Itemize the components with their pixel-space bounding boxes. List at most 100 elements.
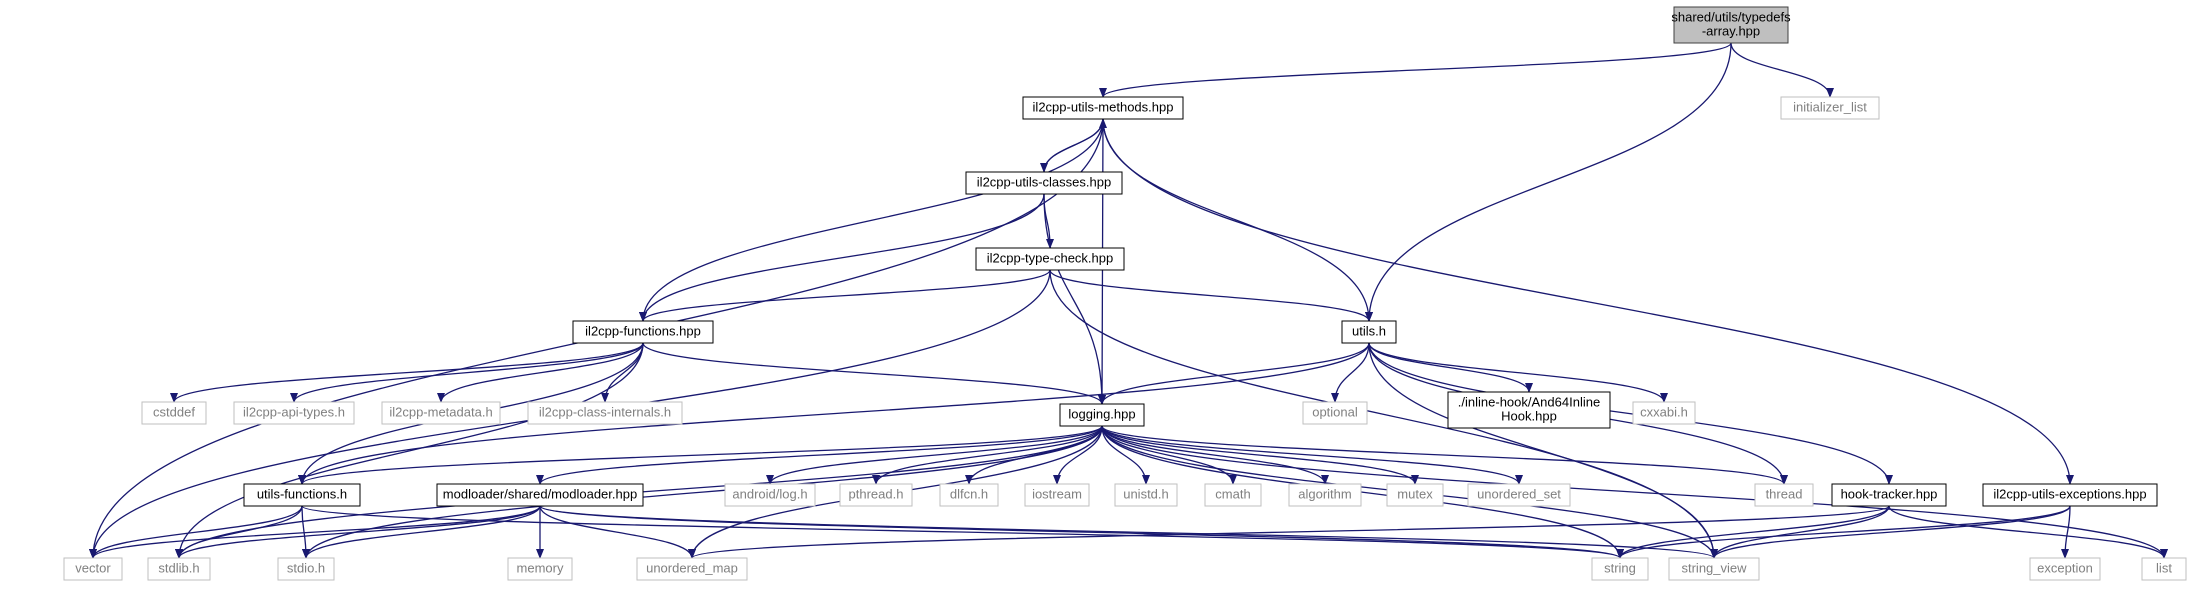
- node-box: [1288, 483, 1362, 507]
- node-il2cpp_metadata: il2cpp-metadata.h: [381, 401, 501, 425]
- node-dlfcn: dlfcn.h: [939, 483, 999, 507]
- node-optional: optional: [1302, 401, 1368, 425]
- edge-il2cpp_functions-to-il2cpp_api_types: [290, 342, 644, 403]
- edge-il2cpp_utils_methods-to-il2cpp_functions: [639, 118, 1104, 322]
- node-vector: vector: [63, 557, 123, 581]
- node-box: [939, 483, 999, 507]
- node-box: [233, 401, 355, 425]
- node-label: Hook.hpp: [1501, 408, 1557, 423]
- node-label: android/log.h: [732, 486, 807, 501]
- node-box: [1302, 401, 1368, 425]
- edge-modloader-to-stdlib: [175, 505, 541, 559]
- node-box: [1754, 483, 1814, 507]
- edge-logging-to-iostream: [1053, 425, 1103, 485]
- edge-modloader-to-unordered_map: [539, 505, 696, 559]
- node-utils_functions[interactable]: utils-functions.h: [243, 483, 361, 507]
- node-root[interactable]: shared/utils/typedefs-array.hpp: [1671, 6, 1791, 44]
- node-box: [141, 401, 207, 425]
- edge-root-to-il2cpp_utils_methods: [1099, 42, 1732, 98]
- node-label: il2cpp-utils-classes.hpp: [977, 174, 1111, 189]
- node-label: cmath: [1215, 486, 1250, 501]
- node-string_view: string_view: [1668, 557, 1760, 581]
- node-iostream: iostream: [1024, 483, 1090, 507]
- node-algorithm: algorithm: [1288, 483, 1362, 507]
- node-label: il2cpp-type-check.hpp: [987, 250, 1113, 265]
- node-box: [636, 557, 748, 581]
- node-initializer_list: initializer_list: [1780, 96, 1880, 120]
- node-il2cpp_utils_exceptions[interactable]: il2cpp-utils-exceptions.hpp: [1982, 483, 2158, 507]
- node-exception: exception: [2029, 557, 2101, 581]
- node-box: [527, 401, 683, 425]
- edge-logging-to-algorithm: [1101, 425, 1329, 485]
- node-label: il2cpp-functions.hpp: [585, 323, 701, 338]
- node-box: [1591, 557, 1649, 581]
- edge-logging-to-pthread: [872, 425, 1103, 485]
- node-label: string_view: [1681, 560, 1747, 575]
- edge-il2cpp_functions-to-il2cpp_class_internals: [601, 342, 644, 403]
- node-il2cpp_api_types: il2cpp-api-types.h: [233, 401, 355, 425]
- node-modloader[interactable]: modloader/shared/modloader.hpp: [436, 483, 644, 507]
- edge-utils_h-to-and64inlinehook: [1368, 342, 1533, 393]
- node-il2cpp_utils_classes[interactable]: il2cpp-utils-classes.hpp: [965, 171, 1123, 195]
- node-box: [1024, 483, 1090, 507]
- node-thread: thread: [1754, 483, 1814, 507]
- edge-il2cpp_functions-to-il2cpp_metadata: [437, 342, 644, 403]
- node-label: cstddef: [153, 404, 195, 419]
- node-mutex: mutex: [1386, 483, 1444, 507]
- node-box: [1341, 320, 1397, 344]
- edge-logging-to-android_log: [766, 425, 1103, 485]
- edge-il2cpp_utils_classes-to-il2cpp_functions: [639, 193, 1045, 322]
- edge-root-to-initializer_list: [1730, 42, 1834, 98]
- node-box: [724, 483, 816, 507]
- node-label: unistd.h: [1123, 486, 1169, 501]
- node-logging[interactable]: logging.hpp: [1059, 403, 1145, 427]
- node-box: [1022, 96, 1184, 120]
- node-label: vector: [75, 560, 111, 575]
- node-string: string: [1591, 557, 1649, 581]
- node-pthread: pthread.h: [839, 483, 913, 507]
- node-label: memory: [517, 560, 564, 575]
- edge-hook_tracker-to-unordered_map: [688, 505, 1890, 559]
- edge-modloader-to-string: [539, 505, 1624, 559]
- edge-il2cpp_utils_classes-to-il2cpp_utils_methods: [1043, 118, 1107, 173]
- node-utils_h[interactable]: utils.h: [1341, 320, 1397, 344]
- node-label: string: [1604, 560, 1636, 575]
- node-label: utils.h: [1352, 323, 1386, 338]
- edge-logging-to-modloader: [536, 425, 1103, 485]
- edge-il2cpp_functions-to-stdlib: [175, 342, 644, 559]
- node-box: [975, 247, 1125, 271]
- node-box: [147, 557, 211, 581]
- edge-il2cpp_functions-to-logging: [642, 342, 1106, 405]
- node-il2cpp_utils_methods[interactable]: il2cpp-utils-methods.hpp: [1022, 96, 1184, 120]
- node-box: [572, 320, 714, 344]
- node-unordered_set: unordered_set: [1467, 483, 1571, 507]
- node-box: [839, 483, 913, 507]
- node-label: il2cpp-utils-exceptions.hpp: [1993, 486, 2146, 501]
- node-box: [277, 557, 335, 581]
- edge-utils_h-to-string_view: [1368, 342, 1718, 559]
- node-box: [1114, 483, 1178, 507]
- edge-il2cpp_functions-to-cstddef: [170, 342, 644, 403]
- node-label: hook-tracker.hpp: [1841, 486, 1938, 501]
- node-cstddef: cstddef: [141, 401, 207, 425]
- node-label: il2cpp-utils-methods.hpp: [1033, 99, 1174, 114]
- edge-il2cpp_utils_methods-to-utils_h: [1102, 118, 1373, 322]
- node-label: il2cpp-class-internals.h: [539, 404, 671, 419]
- node-il2cpp_type_check[interactable]: il2cpp-type-check.hpp: [975, 247, 1125, 271]
- node-label: algorithm: [1298, 486, 1351, 501]
- node-box: [1668, 557, 1760, 581]
- edge-modloader-to-vector: [89, 505, 541, 559]
- node-label: cxxabi.h: [1640, 404, 1688, 419]
- edge-modloader-to-string_view: [539, 505, 1718, 559]
- node-label: pthread.h: [849, 486, 904, 501]
- node-android_log: android/log.h: [724, 483, 816, 507]
- node-label: modloader/shared/modloader.hpp: [443, 486, 637, 501]
- node-il2cpp_functions[interactable]: il2cpp-functions.hpp: [572, 320, 714, 344]
- node-unistd: unistd.h: [1114, 483, 1178, 507]
- edge-il2cpp_type_check-to-string_view: [1049, 269, 1718, 559]
- node-stdio: stdio.h: [277, 557, 335, 581]
- edge-logging-to-unistd: [1101, 425, 1150, 485]
- node-label: -array.hpp: [1702, 23, 1760, 38]
- node-hook_tracker[interactable]: hook-tracker.hpp: [1831, 483, 1947, 507]
